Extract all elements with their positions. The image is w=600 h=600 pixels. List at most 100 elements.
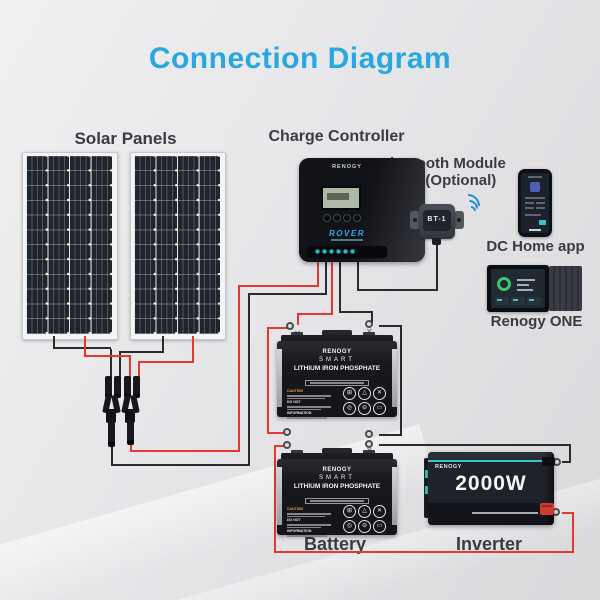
- dc-home-app-label: DC Home app: [486, 238, 585, 255]
- warning-textline: [287, 397, 325, 399]
- inverter-label: Inverter: [455, 534, 523, 554]
- wire-segment: [130, 450, 240, 452]
- wire-segment: [569, 444, 571, 463]
- battery-body: RENOGY SMART LITHIUM IRON PHOSPHATE CAUT…: [277, 341, 397, 419]
- battery-gauge-ring: [497, 277, 511, 291]
- wire-segment: [119, 353, 121, 378]
- wire-segment: [317, 262, 319, 287]
- inverter-top-face: [428, 452, 554, 462]
- phone-header-bar: [528, 176, 542, 178]
- warning-heading: DO NOT: [287, 518, 301, 522]
- wire-segment: [53, 347, 111, 349]
- safety-icon: ✕: [373, 505, 386, 518]
- branch-connector-body: [106, 409, 116, 423]
- wire-segment: [129, 357, 131, 378]
- wire-segment: [248, 293, 327, 295]
- renogy-one-screen: [491, 269, 545, 308]
- wire-segment: [138, 363, 140, 378]
- inverter-bottom-strip: [428, 503, 554, 525]
- branch-connector-body: [125, 409, 135, 423]
- controller-button: [333, 214, 341, 222]
- controller-model: ROVER: [329, 229, 365, 238]
- warning-heading: CAUTION: [287, 507, 303, 511]
- controller-terminal: [336, 249, 341, 254]
- battery-body: RENOGY SMART LITHIUM IRON PHOSPHATE CAUT…: [277, 459, 397, 538]
- accent-dash: [425, 486, 428, 494]
- warning-heading: INFORMATION: [287, 411, 312, 415]
- wire-segment: [238, 285, 319, 287]
- battery-spec-box: [305, 380, 369, 386]
- battery-post: [363, 450, 375, 455]
- phone-text-bar: [536, 202, 545, 204]
- battery-series: SMART: [319, 357, 355, 363]
- warning-heading: DO NOT: [287, 400, 301, 404]
- wire-segment: [119, 351, 164, 353]
- wire-segment: [267, 327, 292, 329]
- phone-text-bar: [525, 214, 541, 216]
- safety-icon: △: [358, 505, 371, 518]
- battery-safety-icons: ⊞ △ ✕ ◎ ⊖ ▭: [343, 505, 389, 533]
- wire-segment: [436, 244, 438, 291]
- wire-segment: [562, 512, 574, 514]
- renogy-one-side-panel: [549, 266, 582, 311]
- controller-brand: RENOGY: [332, 164, 362, 170]
- screen-text-bar: [517, 289, 533, 291]
- wire-segment: [400, 325, 402, 436]
- battery-post: [363, 332, 375, 337]
- lcd-segments: [327, 193, 349, 200]
- safety-icon: ▭: [373, 520, 386, 533]
- wire-segment: [339, 311, 373, 313]
- charge-controller: RENOGY ROVER: [299, 158, 425, 262]
- inverter-device: RENOGY 2000W: [428, 452, 554, 525]
- page-title: Connection Diagram: [148, 42, 452, 75]
- warning-textline: [287, 408, 321, 410]
- battery-side-strip: [277, 467, 282, 525]
- wire-segment: [371, 313, 373, 323]
- battery-series: SMART: [319, 475, 355, 481]
- safety-icon: ◎: [343, 520, 356, 533]
- battery-side-strip: [392, 349, 397, 407]
- wire-segment: [379, 444, 571, 446]
- bt1-faceplate: [423, 210, 451, 231]
- warning-textline: [287, 417, 327, 419]
- battery-top-cap: [281, 453, 393, 462]
- battery-post: [291, 332, 303, 337]
- phone-text-bar: [525, 207, 534, 209]
- wire-segment: [248, 293, 250, 466]
- phone-text-bar: [525, 202, 534, 204]
- wire-segment: [357, 289, 438, 291]
- controller-terminal-strip: [307, 246, 387, 258]
- wire-segment: [267, 432, 286, 434]
- warning-heading: INFORMATION: [287, 529, 312, 533]
- safety-icon: ⊖: [358, 520, 371, 533]
- warning-textline: [287, 395, 331, 397]
- warning-textline: [287, 526, 321, 528]
- solar-panels-label: Solar Panels: [74, 129, 177, 148]
- warning-textline: [287, 513, 331, 515]
- phone-home-indicator: [529, 229, 541, 231]
- battery-warnings: CAUTION DO NOT INFORMATION: [287, 507, 335, 538]
- battery-label: Battery: [303, 534, 367, 554]
- phone-action-chip: [539, 220, 546, 225]
- ring-terminal: [365, 430, 373, 438]
- wire-segment: [357, 262, 359, 291]
- wire-segment: [297, 315, 299, 325]
- safety-icon: ✕: [373, 387, 386, 400]
- bt1-label: BT-1: [427, 216, 447, 223]
- wire-segment: [267, 327, 269, 434]
- ring-terminal: [286, 322, 294, 330]
- screen-tile: [511, 297, 525, 305]
- inverter-side-shade: [544, 452, 554, 525]
- controller-button: [323, 214, 331, 222]
- inverter-left-accent: [424, 458, 429, 518]
- safety-icon: ⊞: [343, 387, 356, 400]
- bt1-cable-gland: [432, 238, 441, 245]
- solar-panel-left: [22, 152, 118, 340]
- ring-terminal: [283, 441, 291, 449]
- warning-textline: [287, 524, 331, 526]
- wire-segment: [238, 285, 240, 452]
- terminal-stripe: [542, 505, 552, 507]
- wire-segment: [110, 349, 112, 378]
- wire-segment: [274, 445, 286, 447]
